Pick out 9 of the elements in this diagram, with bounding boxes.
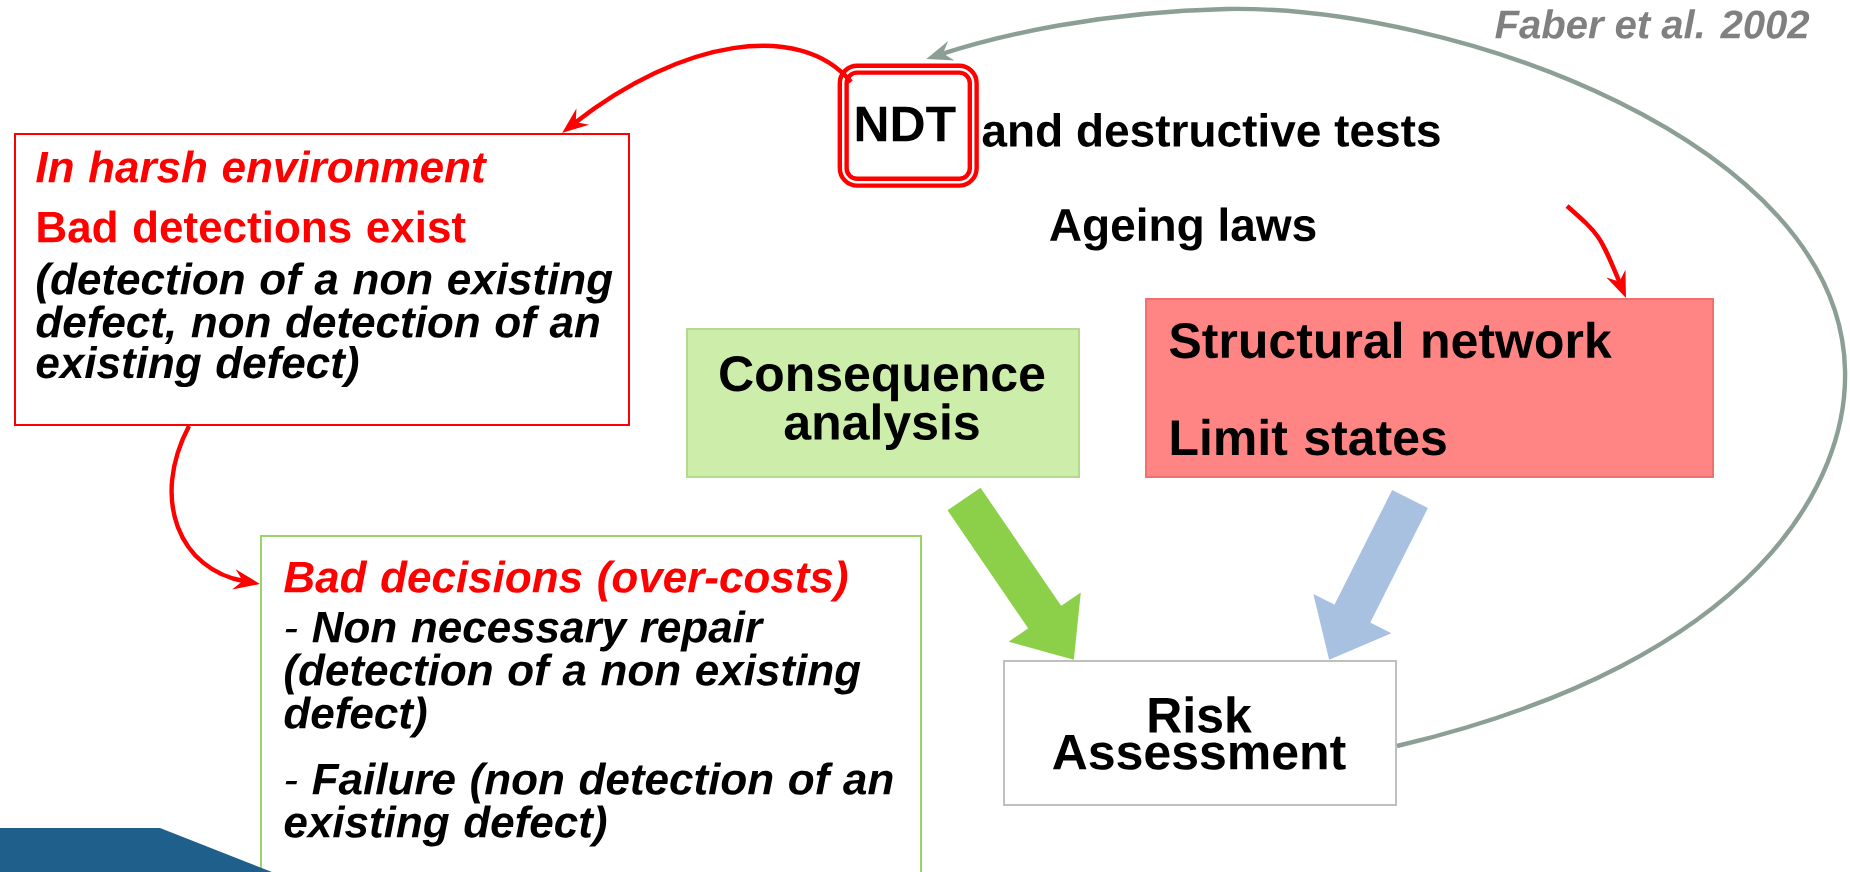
caption-text: and destructive tests — [982, 113, 1440, 147]
citation-text: Faber et al. 2002 — [1495, 9, 1810, 39]
note-box: Bad decisions (over-costs) - Non necessary repair (detection of a non existing defect) - Failure (non detection of an existing defect) — [260, 535, 922, 872]
note-box: In harsh environment Bad detections exist (detection of a non existing defect, non detection of an existing defect) — [14, 133, 630, 426]
highlight-box: NDT — [837, 63, 979, 188]
text-label: Ageing laws — [1050, 207, 1316, 251]
process-box: Consequence analysis — [686, 328, 1080, 478]
process-box: Risk Assessment — [1003, 660, 1398, 806]
process-box: Structural network Limit states — [1145, 298, 1715, 478]
